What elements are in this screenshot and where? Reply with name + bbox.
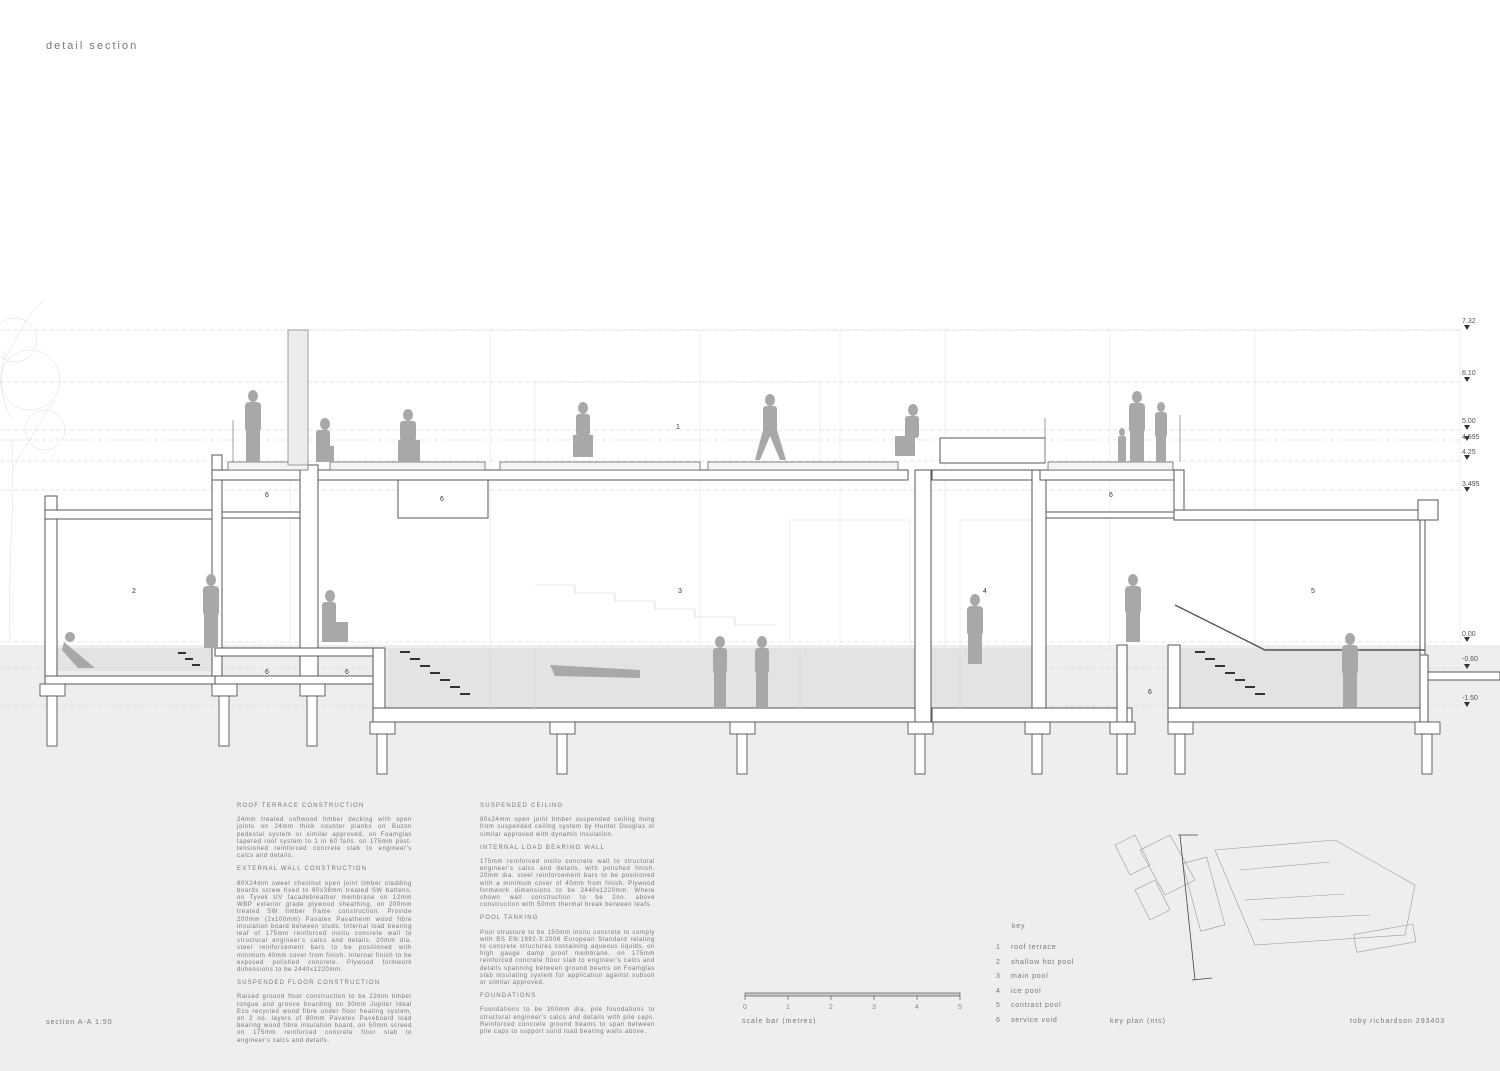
key-plan: [1114, 834, 1417, 981]
notes-heading: INTERNAL LOAD BEARING WALL: [480, 844, 606, 851]
pool-steps: [178, 651, 1265, 695]
ramp-rail: [1174, 604, 1425, 651]
room-tag-4: 4: [983, 588, 987, 595]
notes-paragraph: 175mm reinforced insitu concrete wall to…: [480, 859, 655, 909]
key-item-label: main pool: [1011, 973, 1049, 980]
foundations: [39, 683, 1441, 775]
notes-paragraph: 80x24mm open joint timber suspended ceil…: [480, 817, 655, 838]
scale-tick: 2: [829, 1004, 833, 1011]
section-label: section A-A 1:50: [46, 1019, 113, 1026]
key-item: 4 ice pool: [996, 988, 1074, 1003]
level-label: 0.00: [1462, 631, 1476, 638]
scale-bar: [744, 992, 961, 1000]
notes-paragraph: Raised ground floor construction to be 2…: [237, 994, 412, 1044]
key-item-number: 2: [996, 958, 1001, 966]
key-item-number: 1: [996, 944, 1001, 951]
key-item-number: 4: [996, 987, 1001, 995]
room-tag-6d: 6: [265, 669, 269, 676]
people-silhouettes: [62, 390, 1358, 708]
notes-heading: EXTERNAL WALL CONSTRUCTION: [237, 866, 368, 873]
spec-notes-column-2: SUSPENDED CEILING 80x24mm open joint tim…: [480, 803, 655, 1042]
key-item-number: 3: [996, 973, 1001, 980]
key-title: key: [1012, 923, 1026, 930]
scale-tick: 5: [958, 1004, 962, 1011]
key-item: 5 contrast pool: [996, 1002, 1074, 1017]
level-label: 7.32: [1462, 318, 1476, 325]
scale-tick: 0: [743, 1004, 747, 1011]
room-tag-3: 3: [678, 588, 682, 595]
level-markers: [1464, 325, 1470, 707]
scale-tick: 1: [786, 1004, 790, 1011]
room-tag-6e: 6: [345, 669, 349, 676]
level-label: 4.25: [1462, 449, 1476, 456]
roof-deck: [227, 461, 1174, 471]
structure: [44, 437, 1500, 723]
author-credit: toby richardson 293403: [1350, 1018, 1446, 1025]
key-legend: key 1 roof terrace 2 shallow hot pool 3 mai…: [996, 923, 1074, 1031]
room-tag-2: 2: [132, 588, 136, 595]
level-label: 3.495: [1462, 481, 1480, 488]
level-label: -1.50: [1462, 695, 1478, 702]
glass-balustrades: [232, 329, 1181, 466]
room-tag-6a: 6: [265, 492, 269, 499]
notes-heading: ROOF TERRACE CONSTRUCTION: [237, 803, 365, 809]
key-item-label: ice pool: [1011, 987, 1042, 995]
stair-outline: [489, 584, 961, 710]
level-label: 6.10: [1462, 370, 1476, 377]
key-item: 1 roof terrace: [996, 944, 1074, 959]
notes-paragraph: 24mm treated softwood timber decking wit…: [237, 817, 412, 860]
key-item-number: 6: [996, 1016, 1001, 1024]
room-tag-6b: 6: [440, 496, 444, 503]
notes-paragraph: Foundations to be 300mm dia. pile founda…: [480, 1007, 655, 1036]
key-item-label: contrast pool: [1011, 1002, 1062, 1009]
level-label: -0.60: [1462, 656, 1478, 663]
scale-bar-ticks: 0 1 2 3 4 5: [743, 1004, 962, 1011]
notes-paragraph: 80X24mm sweet chestnut open joint timber…: [237, 880, 412, 974]
room-tags: 1 2 3 4 5 6 6 6 6 6 6: [132, 424, 1315, 696]
level-label: 5.00: [1462, 418, 1476, 425]
key-item-label: shallow hot pool: [1011, 958, 1074, 966]
scale-bar-label: scale bar (metres): [742, 1018, 817, 1025]
level-label: 4.595: [1462, 434, 1480, 441]
key-item: 2 shallow hot pool: [996, 959, 1074, 974]
tree-sketch: [0, 299, 66, 641]
key-item-label: service void: [1011, 1016, 1058, 1024]
notes-heading: FOUNDATIONS: [480, 993, 537, 1000]
notes-heading: SUSPENDED FLOOR CONSTRUCTION: [237, 980, 381, 987]
key-plan-label: key plan (nts): [1110, 1018, 1167, 1025]
room-tag-6f: 6: [1148, 689, 1152, 696]
scale-tick: 3: [872, 1004, 876, 1011]
room-tag-1: 1: [676, 424, 680, 431]
notes-heading: SUSPENDED CEILING: [480, 803, 564, 809]
page-title: detail section: [46, 40, 139, 52]
spec-notes-column-1: ROOF TERRACE CONSTRUCTION 24mm treated s…: [237, 803, 412, 1051]
room-tag-5: 5: [1311, 588, 1315, 595]
key-item: 6 service void: [996, 1017, 1074, 1032]
key-item-number: 5: [996, 1002, 1001, 1009]
notes-heading: POOL TANKING: [480, 915, 539, 922]
key-item-label: roof terrace: [1011, 944, 1057, 951]
notes-paragraph: Pool structure to be 150mm insitu concre…: [480, 929, 655, 987]
scale-tick: 4: [915, 1004, 919, 1011]
room-tag-6c: 6: [1109, 492, 1113, 499]
key-item: 3 main pool: [996, 973, 1074, 988]
